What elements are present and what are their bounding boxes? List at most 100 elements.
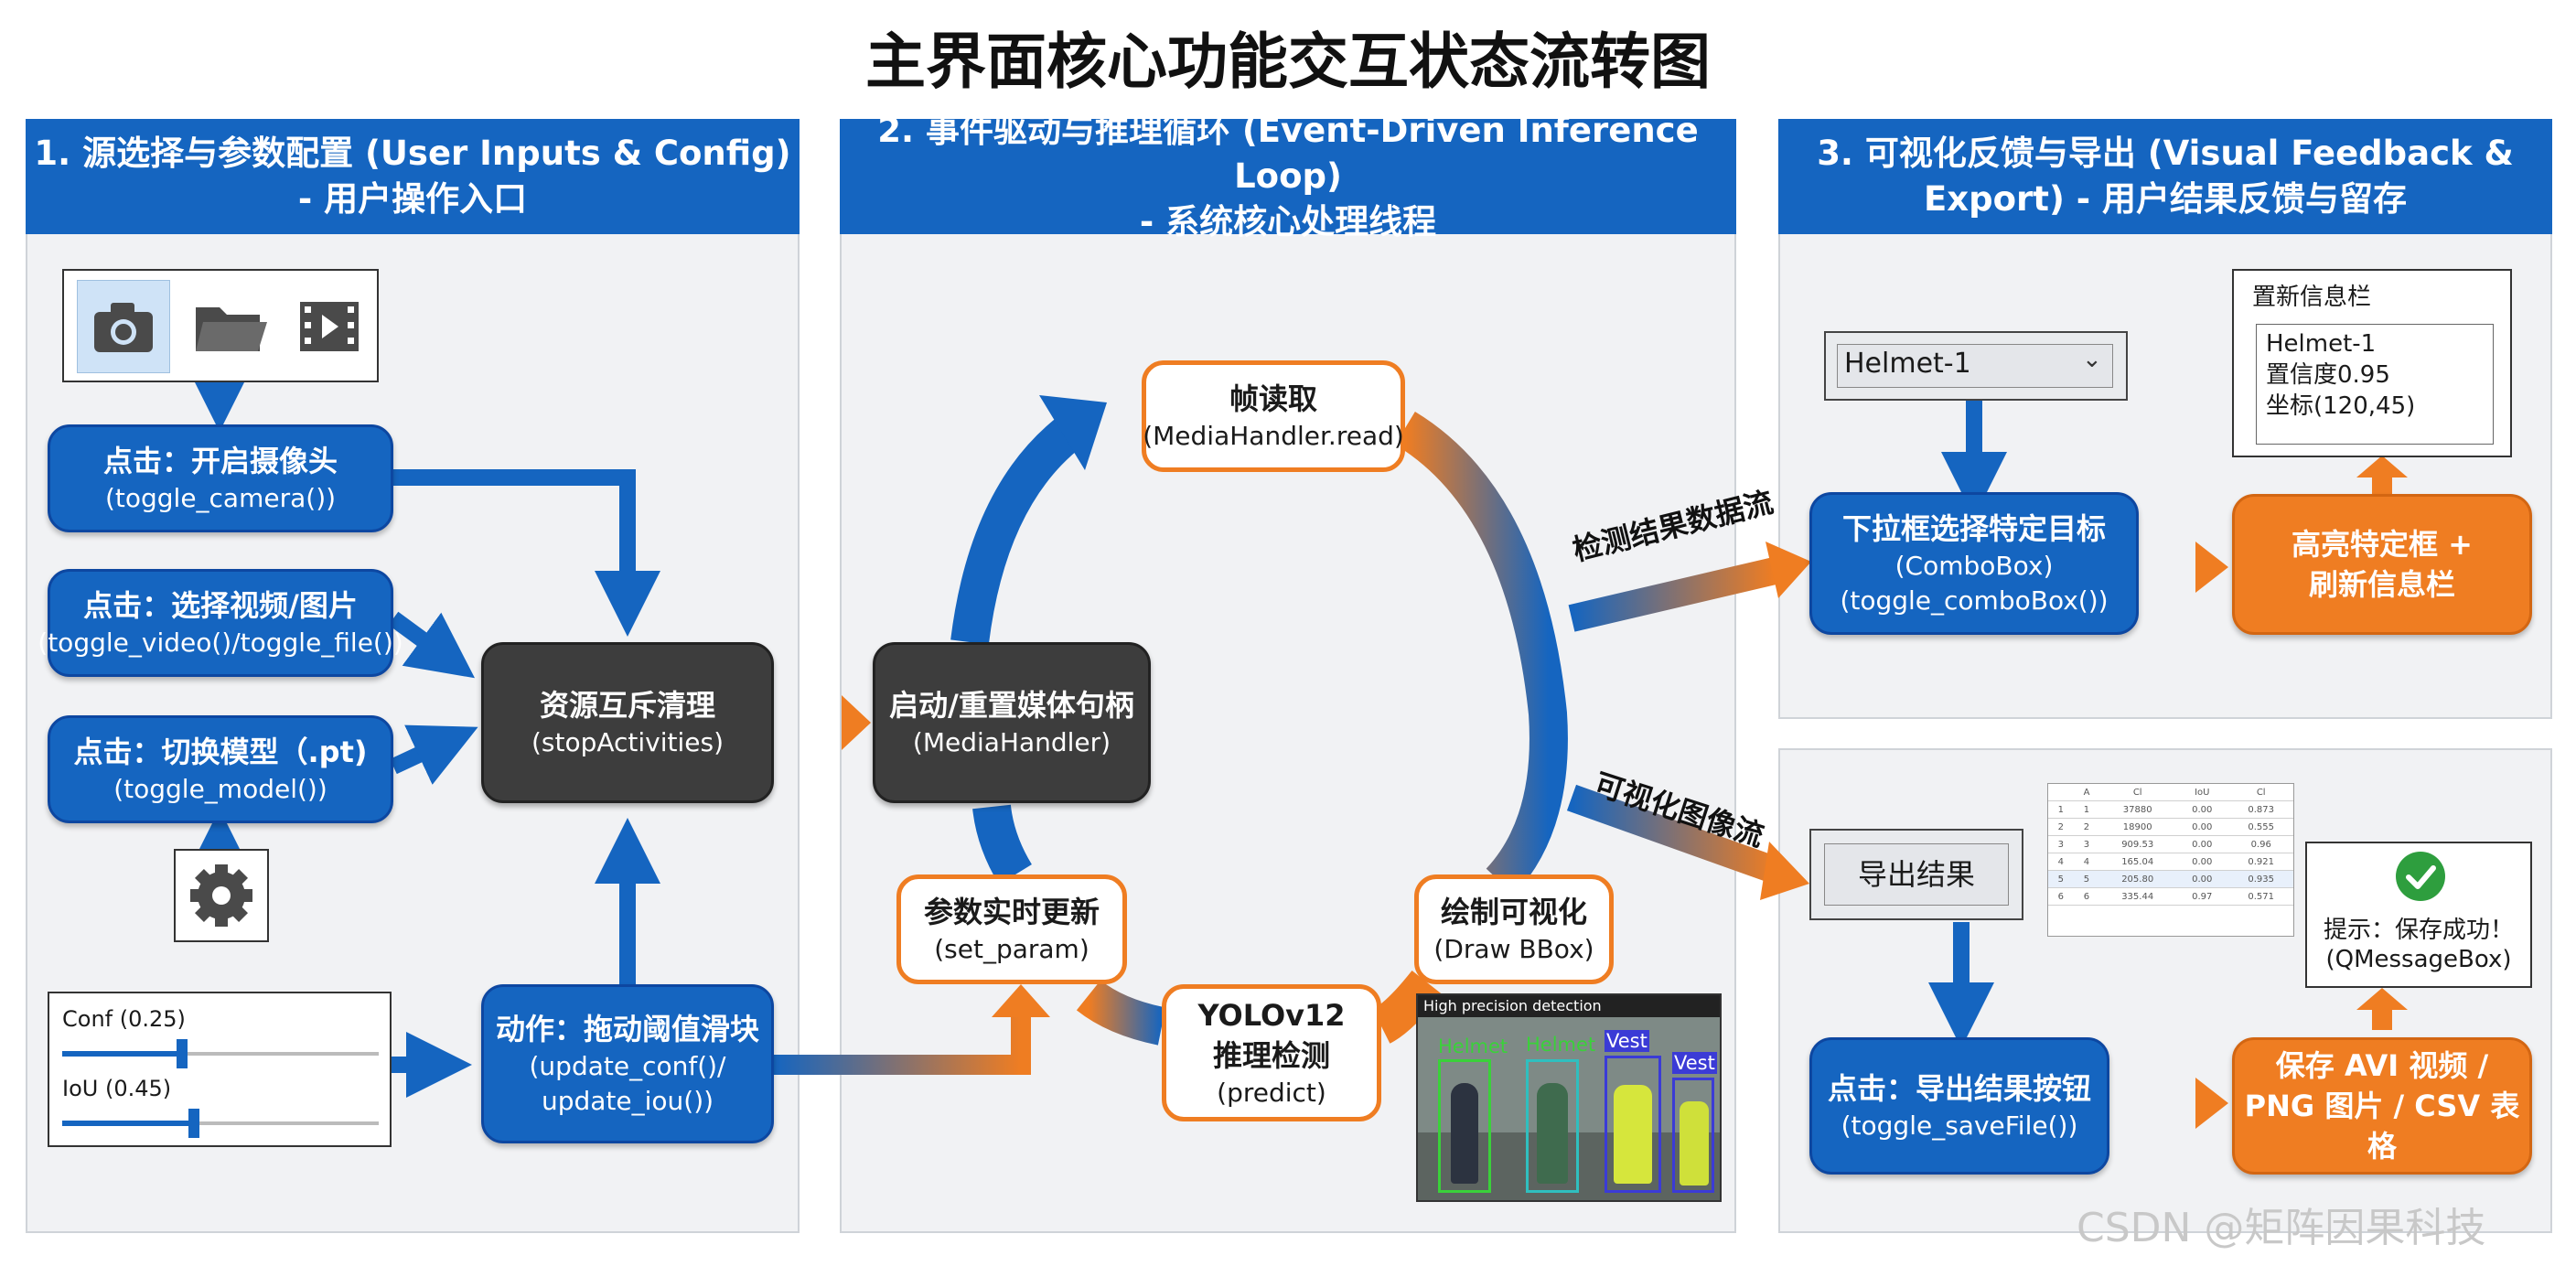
table-cell: 0.921: [2228, 853, 2293, 871]
predict-title2: 推理检测: [1212, 1038, 1330, 1073]
model-settings-button[interactable]: [174, 849, 269, 942]
arrow-data-flow: [1568, 557, 1778, 632]
camera-button[interactable]: [77, 280, 170, 373]
panel-inputs-header: 1. 源选择与参数配置 (User Inputs & Config) - 用户操…: [26, 119, 800, 234]
media-handler-title: 启动/重置媒体句柄: [889, 688, 1134, 723]
conf-label: Conf (0.25): [62, 1006, 186, 1032]
export-result-button[interactable]: 导出结果: [1824, 843, 2009, 906]
export-click-box: 点击：导出结果按钮 (toggle_saveFile()): [1809, 1037, 2109, 1175]
combo-select-box: 下拉框选择特定目标 (ComboBox) (toggle_comboBox()): [1809, 492, 2139, 635]
loop-arc-param-to-media: [972, 804, 1033, 885]
table-cell: 3: [2048, 835, 2074, 853]
table-cell: 5: [2048, 870, 2074, 888]
switch-model-title: 点击：切换模型（.pt): [73, 735, 368, 769]
panel-loop-subtitle: - 系统核心处理线程: [1139, 202, 1437, 241]
combo-inner: [1837, 344, 2113, 388]
table-header: A: [2073, 784, 2100, 801]
info-line-confidence: 置信度0.95: [2266, 361, 2390, 389]
iou-slider-fill: [62, 1121, 195, 1126]
table-cell: 1: [2073, 800, 2100, 819]
combo-select-func2: (toggle_comboBox()): [1840, 585, 2109, 616]
table-cell: 165.04: [2099, 853, 2176, 871]
camera-icon: [94, 303, 153, 352]
panel-feedback-title: 3. 可视化反馈与导出 (Visual Feedback &: [1817, 134, 2514, 173]
table-cell: 18900: [2099, 818, 2176, 836]
open-camera-box[interactable]: 点击：开启摄像头 (toggle_camera()): [48, 424, 393, 532]
table-cell: 1: [2048, 800, 2074, 819]
table-cell: 0.00: [2175, 853, 2229, 871]
switch-model-box[interactable]: 点击：切换模型（.pt) (toggle_model()): [48, 715, 393, 823]
table-cell: 0.571: [2228, 887, 2293, 906]
arrow-image-flow: [1566, 784, 1782, 885]
resource-clear-title: 资源互斥清理: [539, 688, 715, 723]
media-handler-func: (MediaHandler): [912, 727, 1111, 757]
drag-threshold-title: 动作：拖动阈值滑块: [495, 1012, 759, 1046]
iou-slider-track[interactable]: [62, 1109, 379, 1138]
panel-feedback-subtitle: Export) - 用户结果反馈与留存: [1923, 179, 2407, 219]
video-button[interactable]: [284, 280, 375, 373]
table-cell: 4: [2073, 853, 2100, 871]
select-video-box[interactable]: 点击：选择视频/图片 (toggle_video()/toggle_file()…: [38, 569, 403, 677]
save-success-text: 提示：保存成功！: [2323, 917, 2514, 944]
gear-icon: [190, 864, 252, 927]
frame-read-func: (MediaHandler.read): [1143, 421, 1404, 451]
table-header: [2048, 784, 2074, 801]
export-click-title: 点击：导出结果按钮: [1827, 1071, 2091, 1106]
detection-box-2: [1526, 1059, 1579, 1193]
folder-icon: [196, 307, 267, 351]
table-cell: 205.80: [2099, 870, 2176, 888]
conf-slider-handle[interactable]: [177, 1039, 188, 1068]
detection-label-2: Helmet: [1526, 1034, 1596, 1056]
drag-threshold-func2: update_iou()): [541, 1086, 714, 1116]
table-header: IoU: [2175, 784, 2229, 801]
info-panel-content: Helmet-1 置信度0.95 坐标(120,45): [2256, 324, 2494, 445]
iou-slider-handle[interactable]: [188, 1109, 200, 1138]
table-cell: 0.555: [2228, 818, 2293, 836]
detection-box-4: [1672, 1078, 1714, 1193]
highlight-line2: 刷新信息栏: [2308, 567, 2455, 602]
conf-slider-track[interactable]: [62, 1039, 379, 1068]
resource-clear-func: (stopActivities): [531, 727, 724, 757]
table-cell: 909.53: [2099, 835, 2176, 853]
table-cell: 6: [2048, 887, 2074, 906]
detection-preview: High precision detection Helmet Helmet V…: [1416, 993, 1722, 1202]
open-camera-func: (toggle_camera()): [104, 483, 337, 513]
save-files-box: 保存 AVI 视频 / PNG 图片 / CSV 表格: [2232, 1037, 2532, 1175]
table-cell: 2: [2073, 818, 2100, 836]
highlight-line1: 高亮特定框 +: [2292, 527, 2473, 562]
switch-model-func: (toggle_model()): [113, 774, 327, 804]
table-cell: 5: [2073, 870, 2100, 888]
iou-label: IoU (0.45): [62, 1076, 172, 1101]
loop-arc-media-to-read: [950, 414, 1085, 645]
person-2: [1537, 1083, 1568, 1184]
drag-threshold-box[interactable]: 动作：拖动阈值滑块 (update_conf()/ update_iou()): [481, 984, 774, 1143]
save-success-func: (QMessageBox): [2325, 946, 2512, 973]
resource-clear-box: 资源互斥清理 (stopActivities): [481, 642, 774, 803]
save-success-dialog: 提示：保存成功！ (QMessageBox): [2305, 842, 2532, 988]
panel-feedback-header: 3. 可视化反馈与导出 (Visual Feedback & Export) -…: [1778, 119, 2552, 234]
export-click-func: (toggle_saveFile()): [1841, 1110, 2078, 1141]
target-combo-box[interactable]: Helmet-1 ⌄: [1824, 331, 2128, 401]
combo-select-func1: (ComboBox): [1894, 551, 2054, 581]
table-header: Cl: [2099, 784, 2176, 801]
loop-arc-read-to-right: [1394, 412, 1568, 896]
watermark: CSDN @矩阵因果科技: [2077, 1205, 2486, 1251]
draw-bbox-box: 绘制可视化 (Draw BBox): [1414, 874, 1614, 984]
folder-button[interactable]: [183, 280, 274, 373]
detection-label-1: Helmet: [1438, 1035, 1508, 1057]
param-update-box: 参数实时更新 (set_param): [896, 874, 1127, 984]
save-files-line1: 保存 AVI 视频 /: [2275, 1048, 2489, 1083]
table-cell: 0.96: [2228, 835, 2293, 853]
table-cell: 0.00: [2175, 800, 2229, 819]
predict-func: (predict): [1217, 1078, 1326, 1108]
select-video-func: (toggle_video()/toggle_file()): [38, 628, 403, 658]
person-4: [1680, 1101, 1709, 1186]
info-panel-title: 置新信息栏: [2252, 284, 2372, 311]
predict-box: YOLOv12 推理检测 (predict): [1162, 984, 1381, 1121]
